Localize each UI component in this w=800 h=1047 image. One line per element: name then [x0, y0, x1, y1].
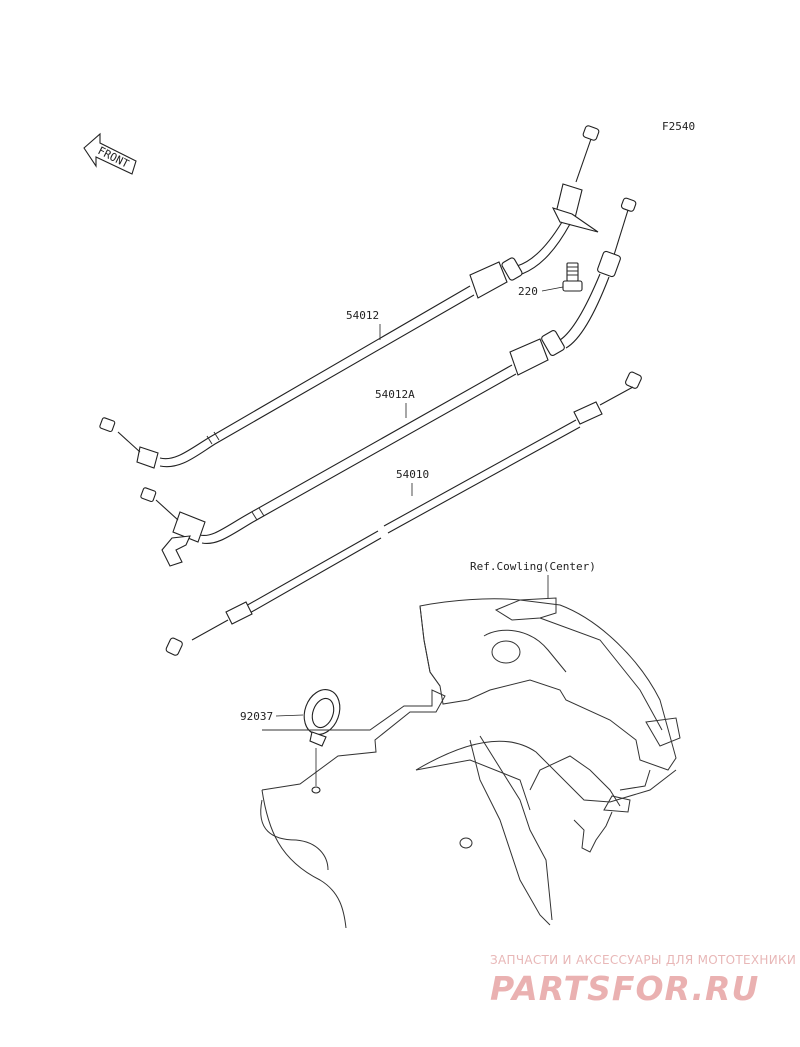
part-number-54012A: 54012A: [375, 388, 415, 401]
watermark-brand: PARTSFOR.RU: [490, 969, 759, 1008]
grommet-92037: [303, 689, 341, 794]
part-number-54012: 54012: [346, 309, 379, 322]
cable-54012A: [140, 197, 637, 567]
front-arrow-icon: FRONT: [83, 132, 137, 175]
cable-54010: [165, 371, 642, 656]
part-number-54010: 54010: [396, 468, 429, 481]
label-92037: 92037: [240, 710, 317, 786]
part-number-92037: 92037: [240, 710, 273, 723]
figure-code: F2540: [662, 120, 695, 133]
watermark: ЗАПЧАСТИ И АКСЕССУАРЫ ДЛЯ МОТОТЕХНИКИ PA…: [490, 953, 796, 1008]
front-arrow-label: FRONT: [96, 144, 132, 171]
reference-label: Ref.Cowling(Center): [470, 560, 596, 573]
cable-54012: [99, 125, 600, 469]
label-ref-cowling: Ref.Cowling(Center): [470, 560, 596, 598]
label-54012: 54012: [346, 309, 381, 340]
cowling-center-outline: [260, 597, 681, 929]
label-54012A: 54012A: [375, 388, 415, 418]
bolt-220: [562, 262, 583, 292]
label-220: 220: [518, 285, 564, 298]
watermark-tagline: ЗАПЧАСТИ И АКСЕССУАРЫ ДЛЯ МОТОТЕХНИКИ: [490, 953, 796, 967]
label-54010: 54010: [396, 468, 429, 496]
part-number-220: 220: [518, 285, 538, 298]
